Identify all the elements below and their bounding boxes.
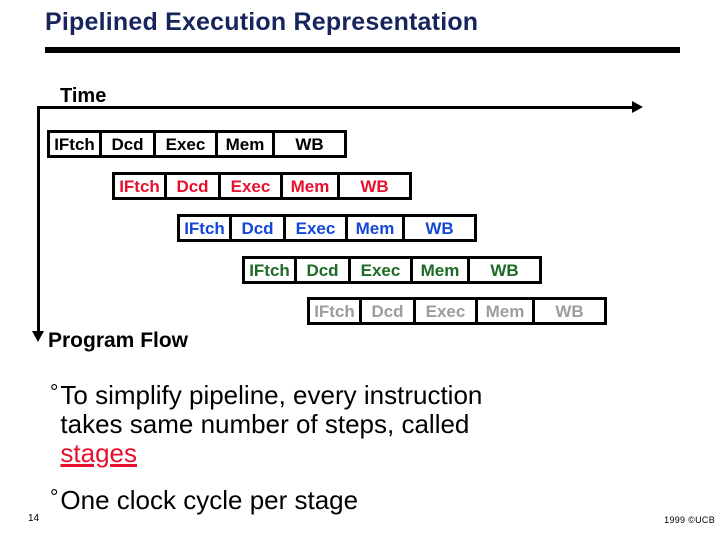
bullet-text: To simplify pipeline, every instruction …: [60, 380, 483, 469]
title-divider: [45, 47, 680, 53]
pipeline-cell-mem: Mem: [218, 133, 275, 155]
pipeline-cell-dcd: Dcd: [232, 217, 286, 239]
pipeline-cell-dcd: Dcd: [102, 133, 156, 155]
bullet-line-1: One clock cycle per stage: [60, 485, 359, 515]
page-number: 14: [28, 513, 40, 524]
pipeline-cell-mem: Mem: [348, 217, 405, 239]
pipeline-cell-mem: Mem: [413, 259, 470, 281]
stages-emphasis: stages: [60, 438, 138, 469]
program-flow-label: Program Flow: [48, 329, 189, 352]
bullet-marker-icon: °: [50, 381, 59, 404]
pipeline-cell-exec: Exec: [221, 175, 283, 197]
pipeline-cell-exec: Exec: [286, 217, 348, 239]
pipeline-cell-mem: Mem: [283, 175, 340, 197]
bullet-line-1: To simplify pipeline, every instruction: [60, 380, 483, 410]
pipeline-cell-wb: WB: [470, 259, 539, 281]
pipeline-row: IFtch Dcd Exec Mem WB: [112, 172, 412, 200]
page-title: Pipelined Execution Representation: [45, 8, 479, 36]
pipeline-cell-iftch: IFtch: [310, 300, 362, 322]
pipeline-cell-exec: Exec: [351, 259, 413, 281]
pipeline-cell-dcd: Dcd: [167, 175, 221, 197]
pipeline-cell-wb: WB: [405, 217, 474, 239]
pipeline-cell-iftch: IFtch: [180, 217, 232, 239]
time-axis-line: [37, 106, 637, 109]
bullet-marker-icon: °: [50, 486, 59, 509]
program-flow-axis-line: [37, 106, 40, 334]
bullet-item: ° To simplify pipeline, every instructio…: [50, 380, 680, 469]
bullet-item: ° One clock cycle per stage: [50, 485, 680, 515]
time-axis-label: Time: [60, 85, 107, 107]
pipeline-row: IFtch Dcd Exec Mem WB: [307, 297, 607, 325]
pipeline-cell-exec: Exec: [156, 133, 218, 155]
pipeline-row: IFtch Dcd Exec Mem WB: [177, 214, 477, 242]
bullet-line-2: takes same number of steps, called: [60, 409, 470, 440]
pipeline-cell-dcd: Dcd: [297, 259, 351, 281]
time-axis-arrow-icon: [632, 101, 643, 113]
pipeline-cell-dcd: Dcd: [362, 300, 416, 322]
pipeline-cell-iftch: IFtch: [115, 175, 167, 197]
pipeline-row: IFtch Dcd Exec Mem WB: [242, 256, 542, 284]
pipeline-cell-mem: Mem: [478, 300, 535, 322]
pipeline-cell-iftch: IFtch: [50, 133, 102, 155]
pipeline-cell-iftch: IFtch: [245, 259, 297, 281]
pipeline-cell-exec: Exec: [416, 300, 478, 322]
bullet-text: One clock cycle per stage: [60, 485, 359, 515]
copyright-notice: 1999 ©UCB: [664, 515, 715, 525]
program-flow-arrow-icon: [32, 331, 44, 342]
pipeline-cell-wb: WB: [340, 175, 409, 197]
pipeline-row: IFtch Dcd Exec Mem WB: [47, 130, 347, 158]
pipeline-cell-wb: WB: [535, 300, 604, 322]
pipeline-cell-wb: WB: [275, 133, 344, 155]
